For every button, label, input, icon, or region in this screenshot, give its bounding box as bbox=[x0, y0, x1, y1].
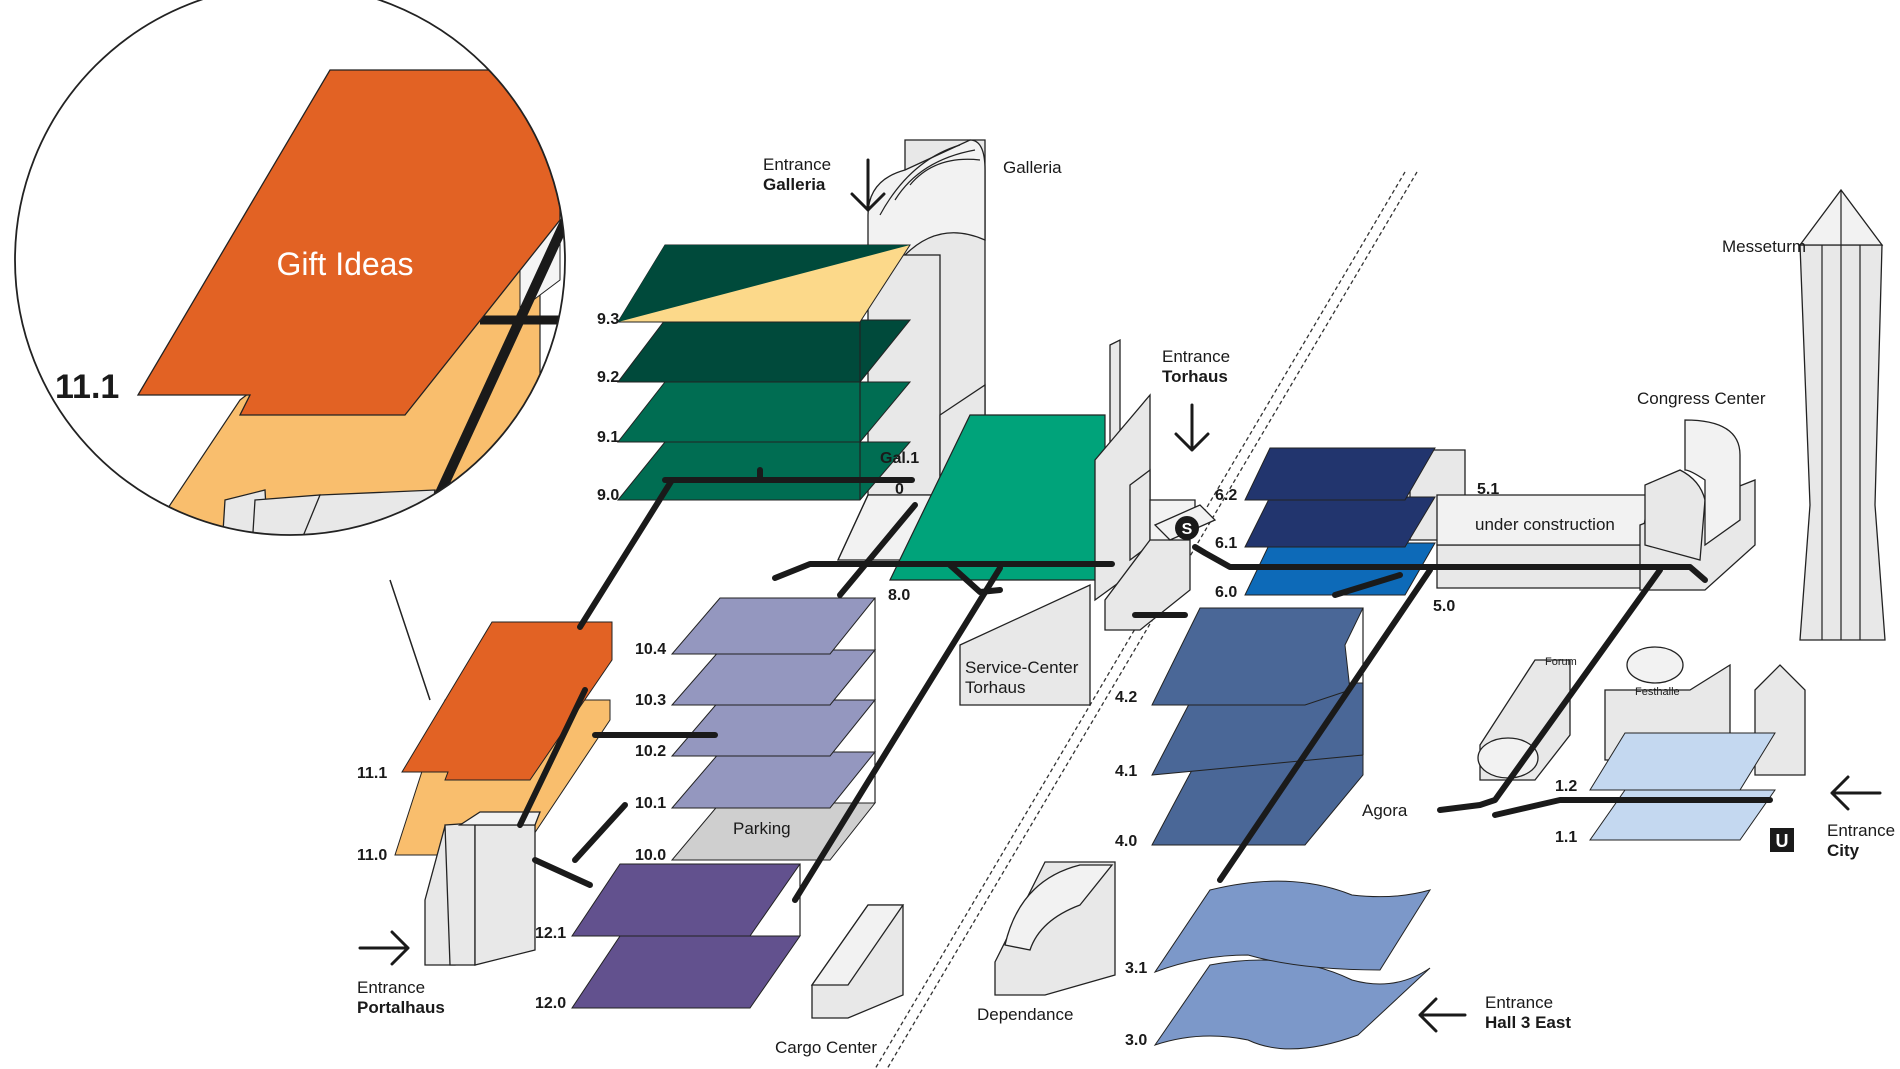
inset-level-label: 11.1 bbox=[55, 368, 119, 406]
galleria-label: Galleria bbox=[1003, 158, 1062, 177]
level-4-2: 4.2 bbox=[1115, 689, 1137, 706]
hall-6-1-floor[interactable] bbox=[1244, 496, 1436, 548]
entrance-galleria[interactable]: Entrance Galleria bbox=[763, 155, 886, 212]
entrance-hall3-east-arrow-icon bbox=[1418, 997, 1467, 1033]
portalhaus-building bbox=[424, 811, 541, 966]
hall-10-3-floor[interactable] bbox=[670, 649, 877, 706]
entrance-torhaus-word: Entrance bbox=[1162, 347, 1230, 366]
cargo-center-building: Cargo Center bbox=[775, 904, 905, 1057]
hall-11-1-floor[interactable] bbox=[401, 621, 613, 781]
level-9-1: 9.1 bbox=[597, 429, 619, 446]
s-bahn-icon bbox=[1175, 516, 1199, 540]
entrance-portalhaus[interactable]: Entrance Portalhaus bbox=[357, 930, 445, 1017]
entrance-galleria-name: Galleria bbox=[763, 175, 826, 194]
level-6-1: 6.1 bbox=[1215, 535, 1237, 552]
level-6-2: 6.2 bbox=[1215, 487, 1237, 504]
entrance-portalhaus-word: Entrance bbox=[357, 978, 425, 997]
level-9-2: 9.2 bbox=[597, 369, 619, 386]
hall-1-2-floor[interactable] bbox=[1589, 732, 1776, 791]
level-gal-0: 0 bbox=[895, 481, 904, 498]
level-3-1: 3.1 bbox=[1125, 960, 1147, 977]
hall-9[interactable]: 9.3 9.2 9.1 9.0 Gal.1 0 bbox=[597, 244, 919, 504]
level-6-0: 6.0 bbox=[1215, 584, 1237, 601]
entrance-hall3-east-name: Hall 3 East bbox=[1485, 1013, 1571, 1032]
u-bahn-station[interactable]: U bbox=[1770, 828, 1794, 852]
hall-4-2-floor[interactable] bbox=[1151, 607, 1364, 706]
level-3-0: 3.0 bbox=[1125, 1032, 1147, 1049]
hall-10-4-floor[interactable] bbox=[670, 597, 877, 655]
entrance-galleria-word: Entrance bbox=[763, 155, 831, 174]
hall-3[interactable]: 3.1 3.0 bbox=[1125, 880, 1432, 1050]
entrance-portalhaus-name: Portalhaus bbox=[357, 998, 445, 1017]
level-10-4: 10.4 bbox=[635, 641, 666, 658]
messeturm-building: Messeturm bbox=[1722, 188, 1886, 641]
hall-11[interactable]: 11.1 11.0 bbox=[357, 621, 613, 864]
entrance-torhaus[interactable]: Entrance Torhaus bbox=[1162, 347, 1230, 452]
hall-10[interactable]: Parking 10.4 10.3 10.2 10.1 10.0 bbox=[635, 597, 877, 864]
level-11-1: 11.1 bbox=[357, 765, 387, 782]
level-5-0: 5.0 bbox=[1433, 598, 1455, 615]
level-11-0: 11.0 bbox=[357, 847, 387, 864]
entrance-portalhaus-arrow-icon bbox=[358, 930, 410, 966]
hall-12-1-floor[interactable] bbox=[571, 863, 801, 937]
level-9-3: 9.3 bbox=[597, 311, 619, 328]
walkways bbox=[517, 467, 1773, 903]
level-10-1: 10.1 bbox=[635, 795, 666, 812]
hall-10-1-floor[interactable] bbox=[670, 751, 877, 809]
hall-3-0-floor[interactable] bbox=[1153, 959, 1431, 1050]
entrance-hall3-east-word: Entrance bbox=[1485, 993, 1553, 1012]
level-gal-1: Gal.1 bbox=[880, 450, 919, 467]
forum-label: Forum bbox=[1545, 656, 1577, 668]
hall-6[interactable]: 6.2 6.1 6.0 bbox=[1215, 447, 1466, 601]
level-12-1: 12.1 bbox=[535, 925, 566, 942]
entrance-city-name: City bbox=[1827, 841, 1860, 860]
level-10-0: 10.0 bbox=[635, 847, 666, 864]
entrance-torhaus-arrow-icon bbox=[1174, 403, 1210, 452]
level-1-1: 1.1 bbox=[1555, 829, 1577, 846]
congress-center-label: Congress Center bbox=[1637, 389, 1766, 408]
hall-12-0-floor[interactable] bbox=[571, 935, 801, 1009]
hall-12[interactable]: 12.1 12.0 bbox=[535, 863, 801, 1012]
messeturm-label: Messeturm bbox=[1722, 237, 1806, 256]
service-center-label-2: Torhaus bbox=[965, 678, 1025, 697]
level-10-2: 10.2 bbox=[635, 743, 666, 760]
level-1-2: 1.2 bbox=[1555, 778, 1577, 795]
hall-5-congress: under construction Congress Center 5.1 5… bbox=[1433, 389, 1766, 615]
entrance-hall3-east[interactable]: Entrance Hall 3 East bbox=[1418, 993, 1571, 1033]
entrance-galleria-arrow-icon bbox=[850, 158, 886, 212]
hall-3-1-floor[interactable] bbox=[1153, 880, 1432, 974]
hall-6-2-floor[interactable] bbox=[1244, 447, 1436, 501]
level-9-0: 9.0 bbox=[597, 487, 619, 504]
hall-9-2-floor[interactable] bbox=[616, 319, 912, 383]
cargo-center-label: Cargo Center bbox=[775, 1038, 877, 1057]
parking-label: Parking bbox=[733, 819, 791, 838]
festhalle-label: Festhalle bbox=[1635, 686, 1680, 698]
s-bahn-station[interactable]: S bbox=[1153, 504, 1217, 541]
s-bahn-letter: S bbox=[1182, 521, 1193, 538]
hall-9-1-floor[interactable] bbox=[616, 381, 912, 443]
inset-magnifier: Gift Ideas 11.1 bbox=[14, 0, 566, 701]
dependance-label: Dependance bbox=[977, 1005, 1073, 1024]
level-5-1: 5.1 bbox=[1477, 481, 1499, 498]
torhaus-building: Service-Center Torhaus bbox=[959, 338, 1196, 706]
hall-10-2-floor[interactable] bbox=[670, 699, 877, 757]
entrance-torhaus-name: Torhaus bbox=[1162, 367, 1228, 386]
agora-label: Agora bbox=[1362, 801, 1408, 820]
level-10-3: 10.3 bbox=[635, 692, 666, 709]
entrance-city[interactable]: Entrance City bbox=[1827, 775, 1895, 860]
u-bahn-letter: U bbox=[1776, 831, 1789, 851]
entrance-city-arrow-icon bbox=[1830, 775, 1882, 811]
level-4-1: 4.1 bbox=[1115, 763, 1137, 780]
entrance-city-word: Entrance bbox=[1827, 821, 1895, 840]
dependance-building: Dependance bbox=[977, 861, 1116, 1024]
level-8-0: 8.0 bbox=[888, 587, 910, 604]
service-center-label-1: Service-Center bbox=[965, 658, 1079, 677]
level-12-0: 12.0 bbox=[535, 995, 566, 1012]
inset-exhibit-label: Gift Ideas bbox=[277, 246, 414, 282]
level-4-0: 4.0 bbox=[1115, 833, 1137, 850]
under-construction-label: under construction bbox=[1475, 515, 1615, 534]
hall-1[interactable]: 1.2 1.1 bbox=[1555, 732, 1776, 846]
u-bahn-icon bbox=[1770, 828, 1794, 852]
